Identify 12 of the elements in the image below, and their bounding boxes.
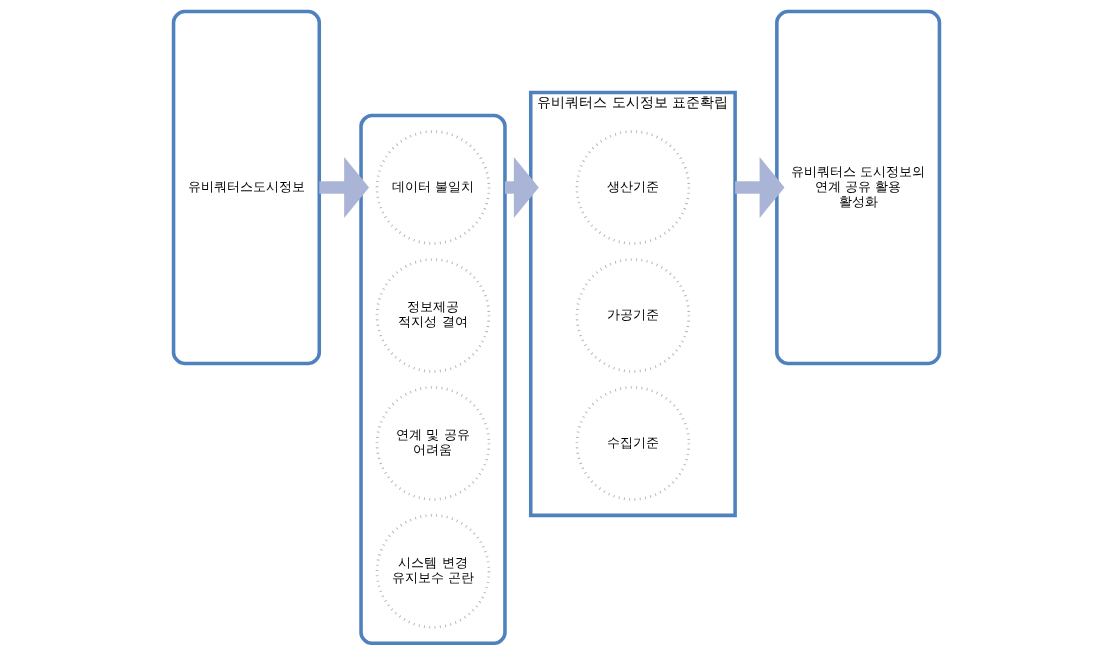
cluster	[358, 113, 507, 646]
arrow	[318, 157, 369, 219]
node-circle: 정보제공 적지성 결여	[375, 258, 490, 373]
node-circle: 시스템 변경 유지보수 곤란	[375, 514, 490, 629]
node-circle: 생산기준	[575, 130, 690, 245]
node-circle: 데이터 불일치	[375, 130, 490, 245]
arrow	[734, 157, 784, 219]
node-circle: 가공기준	[575, 258, 690, 373]
node-box: 유비쿼터스도시정보	[171, 9, 321, 366]
node-circle: 연계 및 공유 어려움	[375, 386, 490, 501]
node-circle: 수집기준	[575, 386, 690, 501]
node-box: 유비쿼터스 도시정보의 연계 공유 활용 활성화	[774, 9, 941, 366]
